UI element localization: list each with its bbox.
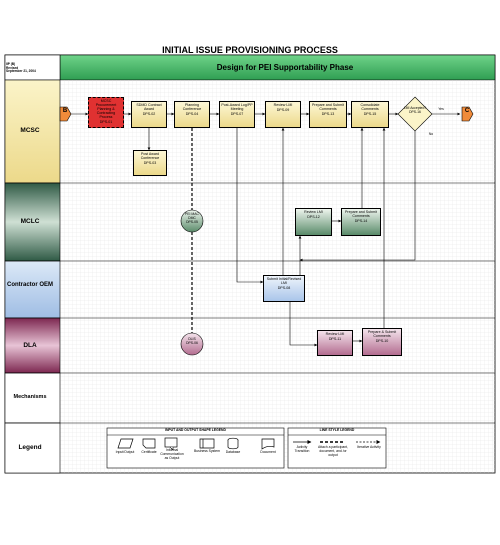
legend-io-box xyxy=(106,427,285,469)
legend-iterative-item: Iterative Activity xyxy=(357,445,381,449)
certificate-icon xyxy=(142,438,156,449)
terminal-end-shape xyxy=(461,106,474,122)
diagram-title: INITIAL ISSUE PROVISIONING PROCESS xyxy=(162,45,338,55)
legend-line-box xyxy=(287,427,387,469)
phase-header-band xyxy=(4,54,496,81)
legend-line-title: LINE STYLE LEGEND xyxy=(319,428,355,432)
lane-label-legend: Legend xyxy=(18,444,42,451)
lane-legend-band xyxy=(4,422,61,474)
legend-business-item: Business System xyxy=(193,449,220,453)
circle-mac-shape xyxy=(180,209,204,233)
lane-mcsc-band xyxy=(4,79,61,184)
lane-label-contractor: Contractor OEM xyxy=(6,282,53,288)
header-date: September 21, 2004 xyxy=(6,69,36,74)
legend-io-title: INPUT AND OUTPUT SHAPE LEGEND xyxy=(165,428,226,432)
header-code: IIP (B) xyxy=(6,62,16,66)
legend-informal-item: Informal Communication as Output xyxy=(160,448,184,460)
terminal-end: C xyxy=(464,108,470,114)
lane-label-mcsc: MCSC xyxy=(20,127,40,134)
legend-database-item: Database xyxy=(225,450,241,454)
document-icon xyxy=(261,438,275,450)
io-shape-icon xyxy=(117,438,134,449)
circle-dlis-shape xyxy=(180,332,204,356)
lane-mechanisms-band xyxy=(4,372,61,424)
legend-io-item: Input/Output xyxy=(115,450,135,454)
lane-label-dla: DLA xyxy=(23,342,37,349)
informal-communication-icon xyxy=(164,437,178,448)
business-system-icon xyxy=(199,438,215,449)
terminal-start: B xyxy=(62,108,68,114)
header-revised: Revised xyxy=(6,65,19,70)
decision-yes-label: Yes xyxy=(438,107,444,111)
lane-label-mechanisms: Mechanisms xyxy=(13,394,47,400)
lane-dla-band xyxy=(4,317,61,374)
lane-label-mclc: MCLC xyxy=(20,218,40,225)
legend-attach-item: Attach a participant, document, and /or … xyxy=(318,445,348,457)
phase-title: Design for PEI Supportability Phase xyxy=(216,63,354,72)
header-meta: IIP (B) Revised September 21, 2004 xyxy=(6,62,36,74)
legend-certificate-item: Certificate xyxy=(141,450,157,454)
terminal-start-shape xyxy=(59,106,72,122)
decision-label: LMI Accepted?DPS-16 xyxy=(403,106,427,114)
step-procurement-planning: MCSC Procurement Planning & Contracting … xyxy=(88,97,124,128)
decision-no-label: No xyxy=(428,132,434,136)
lane-contractor-band xyxy=(4,260,61,319)
legend-transition-item: Activity Transition xyxy=(294,445,310,453)
legend-document-item: Document xyxy=(260,450,276,454)
decision-diamond xyxy=(397,96,433,132)
